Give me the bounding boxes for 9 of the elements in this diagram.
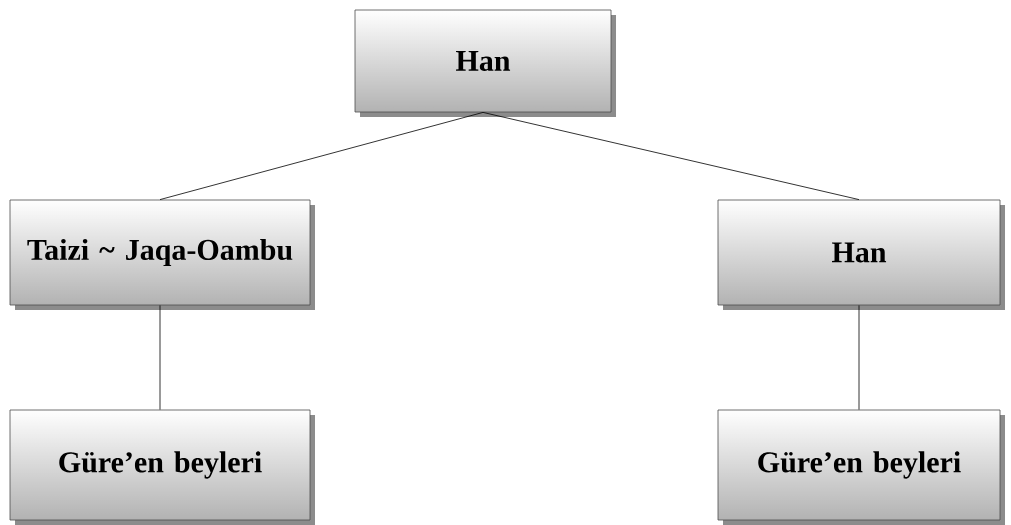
org-box: Güre’en beyleri: [9, 409, 315, 525]
connector-line: [159, 305, 161, 410]
org-box: Güre’en beyleri: [717, 409, 1005, 525]
connector-line: [482, 112, 860, 200]
connector-line: [159, 112, 484, 200]
org-box: Han: [354, 9, 616, 117]
org-box: Taizi ~ Jaqa-Oambu: [9, 199, 315, 310]
connector-line: [858, 305, 860, 410]
org-box: Han: [717, 199, 1005, 310]
